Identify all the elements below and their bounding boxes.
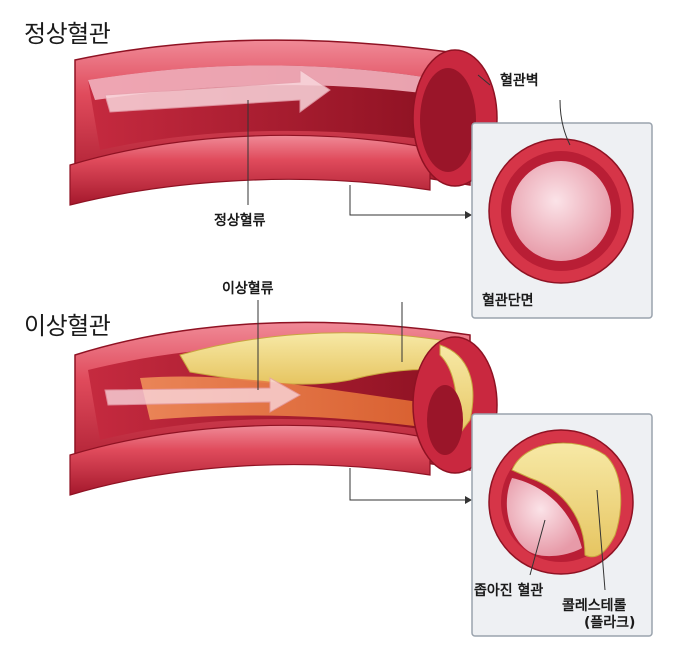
plaque-label: (플라크) — [584, 615, 636, 631]
normal-flow-arrow — [104, 69, 331, 113]
normal-vessel-end-opening — [420, 68, 476, 172]
normal-connector-arrowhead — [465, 211, 472, 219]
abnormal-vessel — [69, 300, 498, 504]
cs-wall-leader — [559, 99, 571, 146]
normal-vessel-inner-highlight — [88, 65, 430, 100]
abnormal-cs-plaque — [511, 442, 622, 558]
abnormal-cross-section-panel — [471, 413, 653, 637]
normal-connector — [349, 185, 465, 216]
abnormal-vessel-end-opening — [427, 385, 463, 455]
normal-cross-section-panel — [471, 99, 653, 319]
cholesterol-label: 콜레스테롤 — [562, 598, 627, 614]
wall-leader — [477, 74, 491, 86]
abnormal-flow-arrow — [104, 377, 302, 413]
normal-vessel-lower-wall — [69, 134, 431, 206]
normal-vessel — [69, 39, 498, 219]
cross-section-label: 혈관단면 — [482, 293, 534, 309]
narrowed-vessel-label: 좁아진 혈관 — [474, 583, 544, 599]
vessel-wall-label: 혈관벽 — [500, 73, 539, 89]
abnormal-vessel-title: 이상혈관 — [24, 312, 111, 340]
abnormal-cs-lumen — [506, 478, 582, 557]
normal-flow-label: 정상혈류 — [214, 213, 266, 229]
abnormal-connector — [349, 468, 465, 501]
narrowed-leader — [529, 519, 546, 576]
abnormal-connector-arrowhead — [465, 496, 472, 504]
cholesterol-leader — [596, 489, 606, 591]
normal-cs-lumen — [511, 161, 611, 261]
normal-vessel-title: 정상혈관 — [24, 20, 111, 48]
abnormal-flow-label: 이상혈류 — [222, 281, 274, 297]
abnormal-vessel-lower-wall — [69, 424, 431, 496]
